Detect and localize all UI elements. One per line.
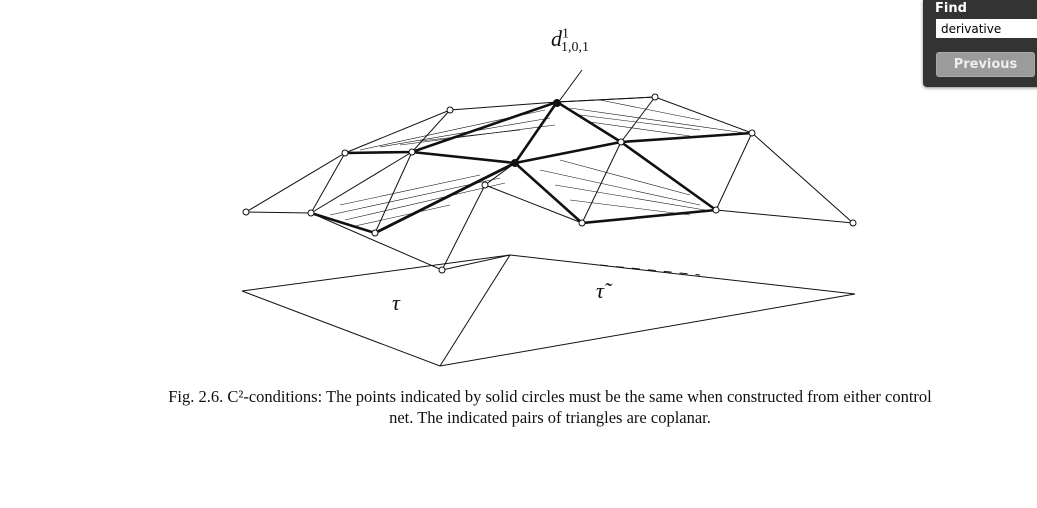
control-points bbox=[242, 93, 857, 274]
hatching bbox=[329, 99, 746, 227]
solid-points bbox=[511, 99, 561, 167]
point-label: d11,0,1 bbox=[551, 26, 589, 56]
figure-caption: Fig. 2.6. C²-conditions: The points indi… bbox=[60, 386, 1037, 428]
find-input[interactable] bbox=[936, 19, 1037, 38]
previous-button[interactable]: Previous bbox=[936, 52, 1035, 77]
tau-left-label: τ bbox=[392, 290, 400, 315]
find-title: Find bbox=[935, 1, 967, 16]
find-panel: Find Previous bbox=[923, 0, 1037, 87]
tau-right-label: τ̃ bbox=[596, 278, 604, 303]
caption-line-2: net. The indicated pairs of triangles ar… bbox=[389, 408, 711, 427]
figure-diagram bbox=[241, 69, 857, 367]
caption-line-1: Fig. 2.6. C²-conditions: The points indi… bbox=[168, 387, 932, 406]
plane-outline bbox=[241, 254, 856, 367]
